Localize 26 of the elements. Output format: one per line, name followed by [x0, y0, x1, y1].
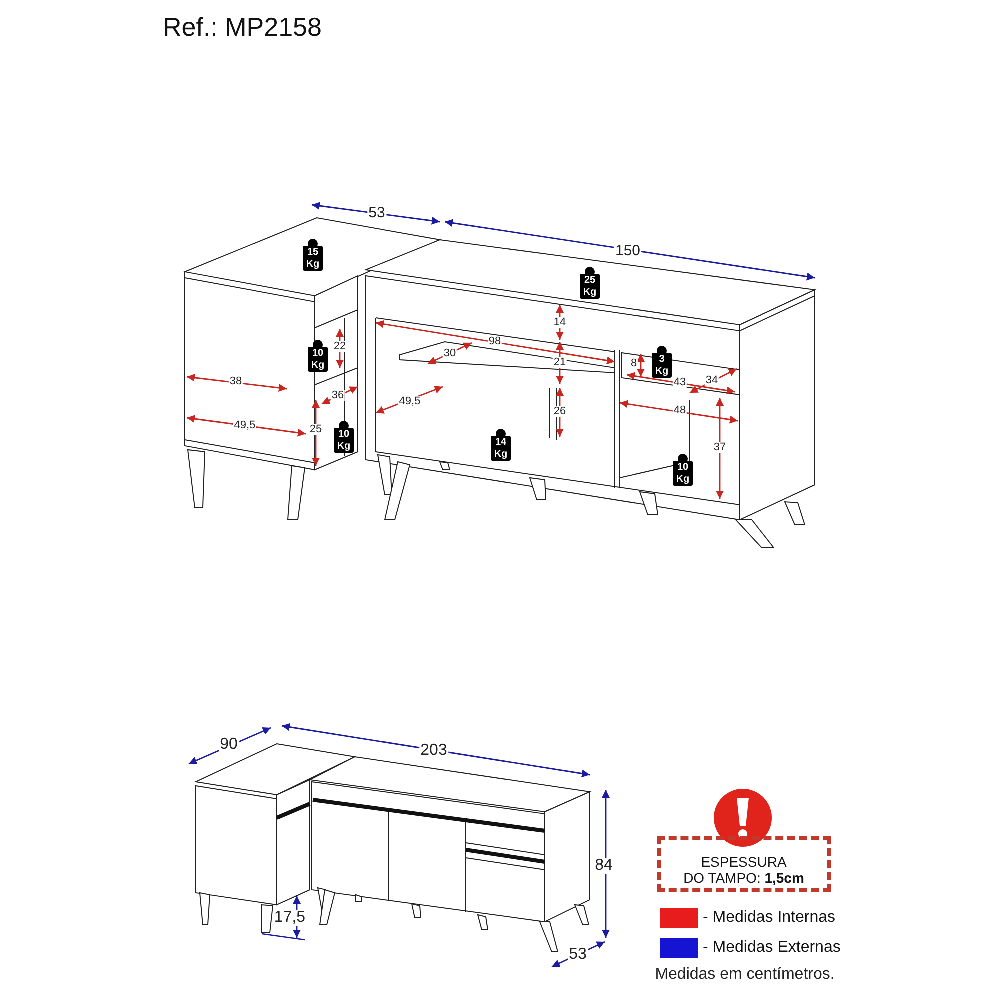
dimension-label: 8 [630, 358, 638, 370]
warning-notice: ESPESSURA DO TAMPO: 1,5cm [657, 836, 831, 892]
dimension-label: 25 [308, 424, 324, 436]
dimension-label: 150 [614, 244, 642, 258]
dimension-label: 49,5 [233, 420, 257, 432]
legend-label: - Medidas Externas [703, 939, 841, 957]
dimension-label: 53 [368, 206, 386, 220]
dimension-label: 37 [712, 442, 728, 454]
dimension-label: 26 [552, 406, 568, 418]
dimension-label: 49,5 [398, 396, 422, 408]
dimension-label: 98 [488, 336, 502, 348]
dimension-label: 30 [442, 348, 458, 360]
dimension-label: 43 [672, 378, 688, 388]
dimension-label: 36 [330, 390, 346, 402]
dimension-label: 21 [552, 358, 568, 368]
dimension-label: 48 [672, 406, 688, 416]
dimension-label: 34 [704, 376, 720, 386]
dimension-label: 53 [568, 947, 588, 963]
title: Ref.: MP2158 [163, 12, 322, 43]
dimension-label: 38 [228, 376, 244, 388]
dimension-label: 17,5 [273, 910, 307, 926]
dimension-label: 22 [332, 342, 348, 352]
dimension-label: 90 [219, 737, 239, 753]
dimension-label: 14 [552, 318, 568, 328]
legend-label: - Medidas Internas [703, 909, 836, 927]
dimension-label: 84 [594, 858, 614, 874]
